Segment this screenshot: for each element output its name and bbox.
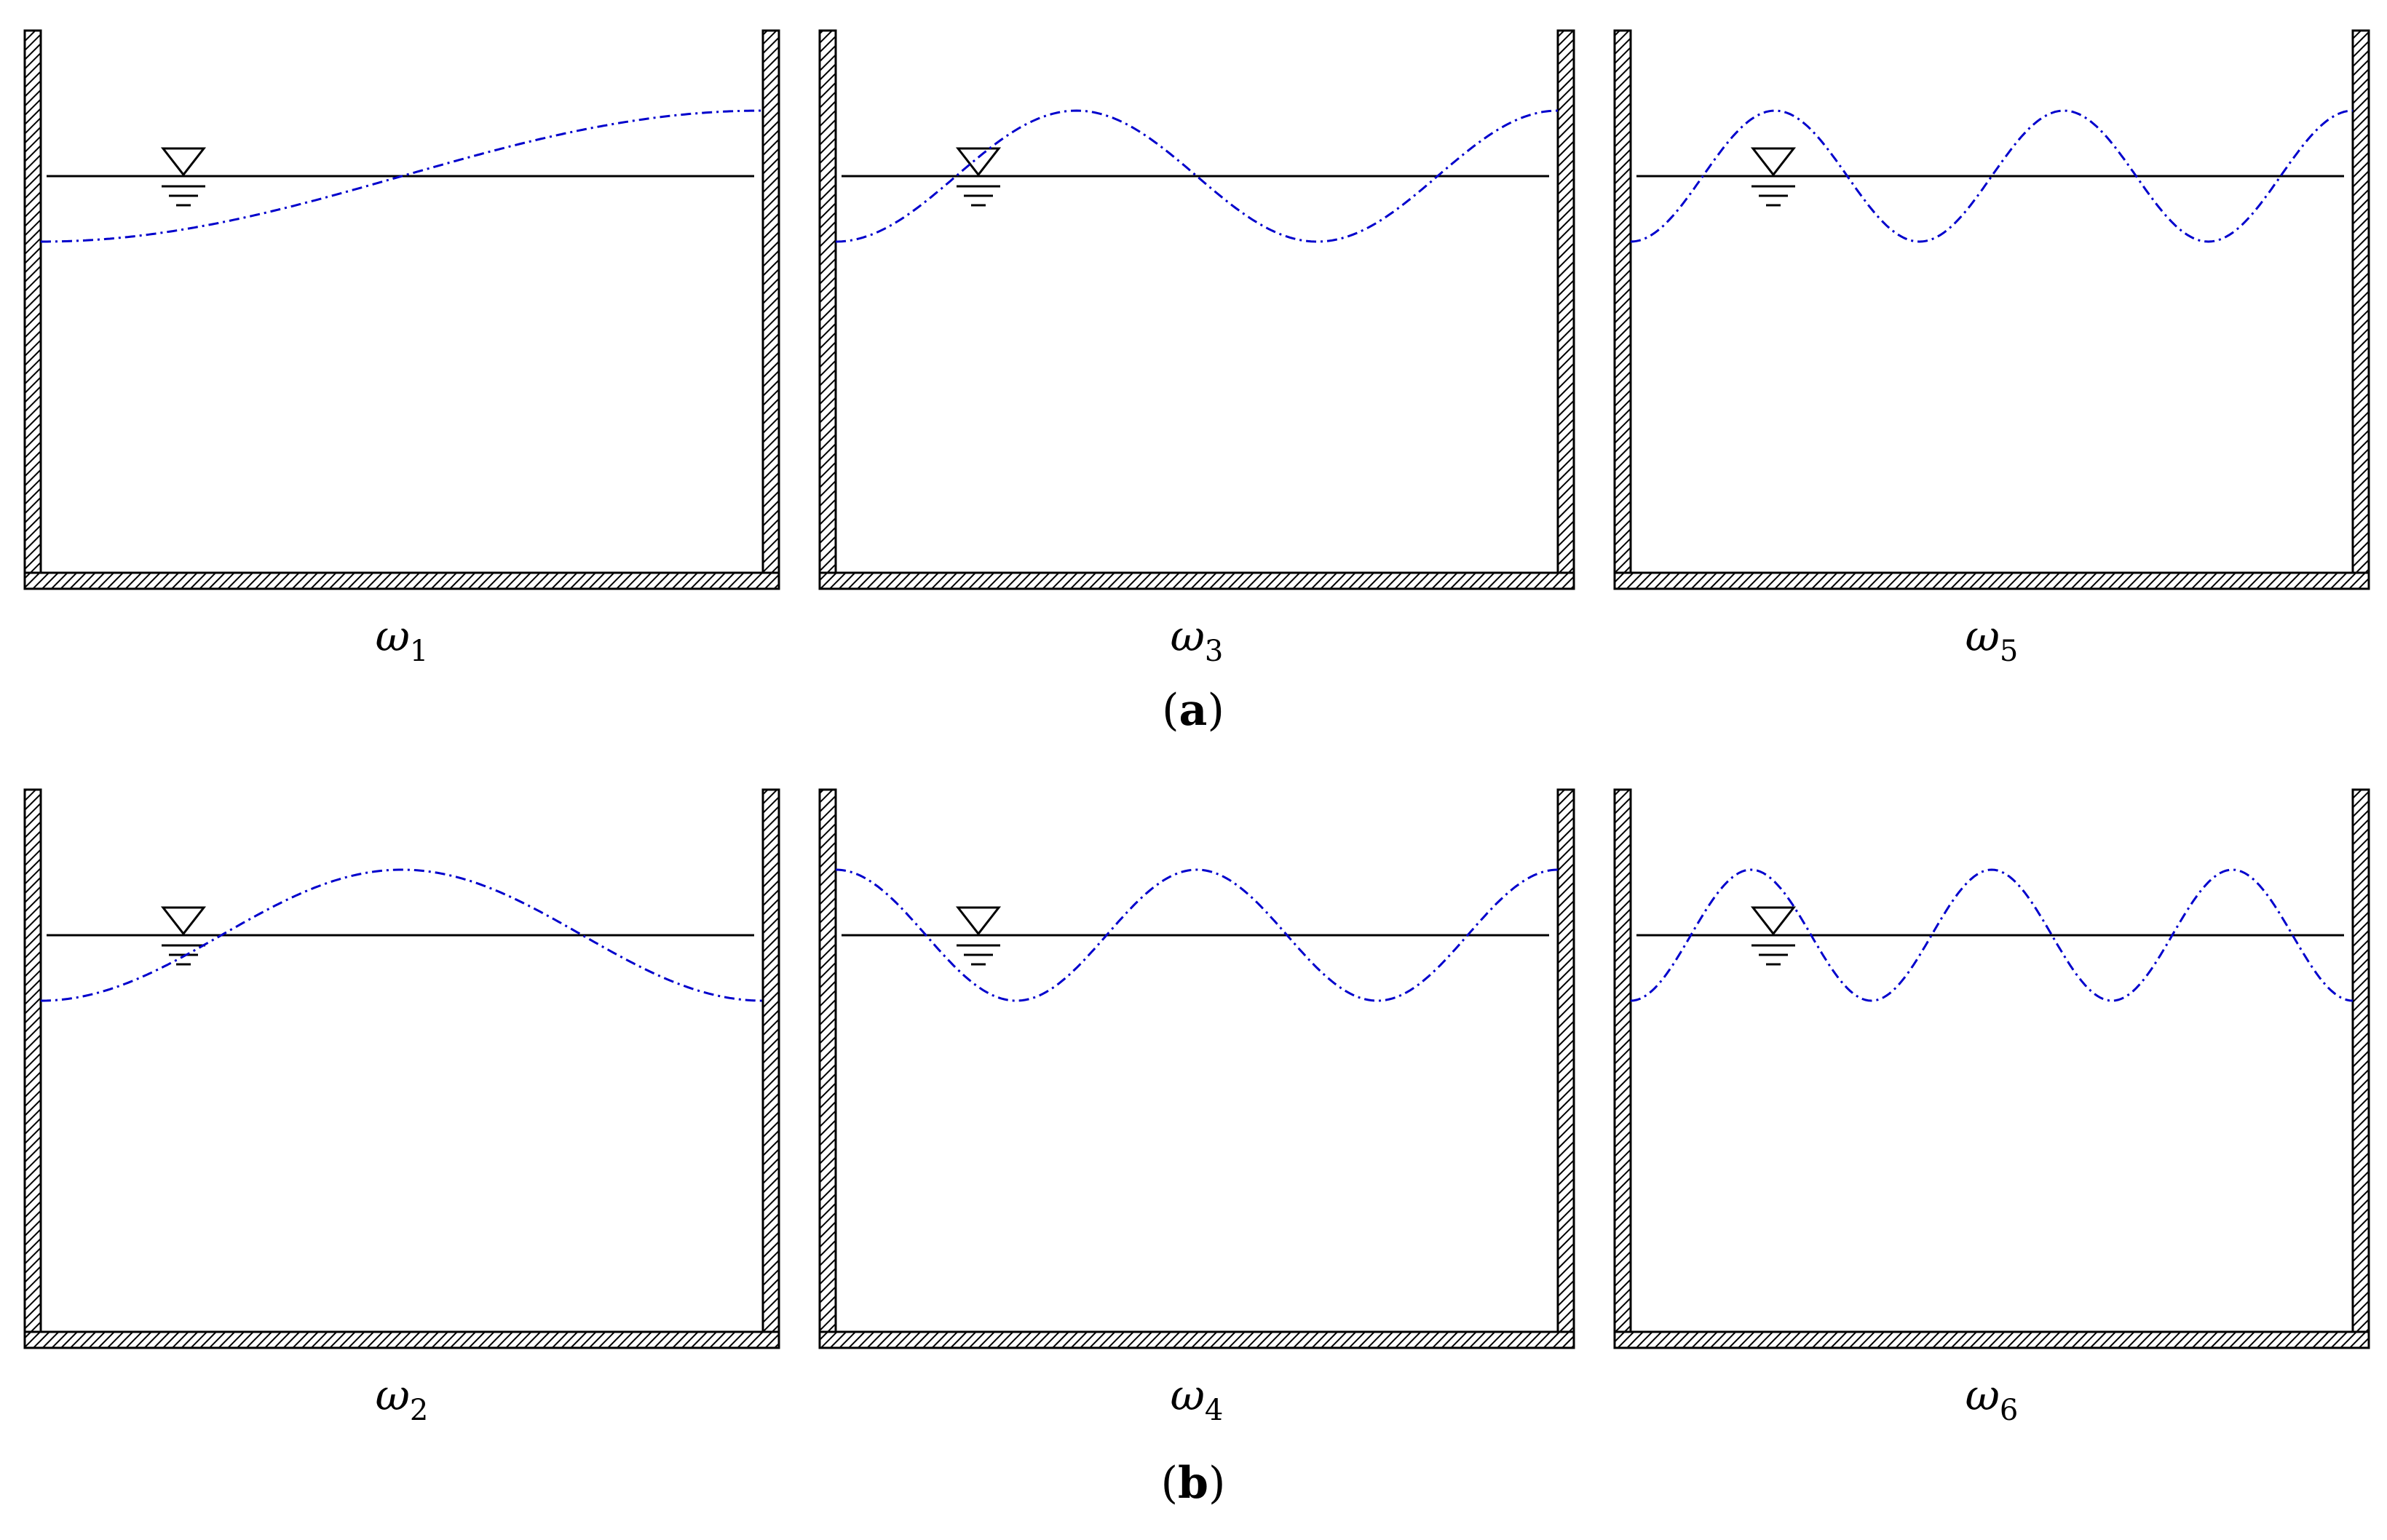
caption-a-letter: a [1179, 685, 1208, 736]
tank-floor [818, 1330, 1575, 1349]
left-wall [23, 788, 42, 1333]
right-wall [2351, 788, 2370, 1333]
tank-floor [1613, 571, 2370, 590]
tank-5: ω5 [1613, 29, 2370, 668]
right-wall [761, 788, 780, 1333]
mode-subscript: 3 [1205, 635, 1223, 668]
mode-subscript: 6 [2000, 1394, 2018, 1427]
mode-label-6: ω6 [1966, 1370, 2019, 1427]
mode-shape-curve [1630, 109, 2354, 243]
mode-shape-curve [835, 868, 1559, 1002]
mode-symbol: ω [1171, 1370, 1205, 1420]
mode-subscript: 2 [410, 1394, 428, 1427]
tank-6: ω6 [1613, 788, 2370, 1427]
water-level-icon [955, 147, 1002, 177]
caption-b: (b) [1161, 1458, 1226, 1509]
mode-subscript: 4 [1205, 1394, 1223, 1427]
right-wall [2351, 29, 2370, 574]
right-wall [1556, 29, 1575, 574]
tank-floor [23, 1330, 780, 1349]
mode-symbol: ω [376, 1370, 410, 1420]
mode-shape-curve [835, 109, 1559, 243]
tank-floor [1613, 1330, 2370, 1349]
tank-1: ω1 [23, 29, 780, 668]
tank-floor [818, 571, 1575, 590]
left-wall [818, 29, 837, 574]
mode-symbol: ω [1966, 611, 2000, 661]
caption-b-letter: b [1178, 1458, 1208, 1509]
water-level-icon [160, 147, 207, 177]
caption-a: (a) [1162, 685, 1224, 736]
right-wall [1556, 788, 1575, 1333]
water-level-icon [160, 906, 207, 936]
left-wall [1613, 788, 1632, 1333]
mode-label-2: ω2 [376, 1370, 429, 1427]
mode-symbol: ω [376, 611, 410, 661]
right-wall [761, 29, 780, 574]
mode-subscript: 5 [2000, 635, 2018, 668]
mode-shape-curve [1630, 868, 2354, 1002]
tank-3: ω3 [818, 29, 1575, 668]
mode-label-5: ω5 [1966, 611, 2019, 668]
water-level-icon [1750, 906, 1797, 936]
mode-label-4: ω4 [1171, 1370, 1224, 1427]
left-wall [1613, 29, 1632, 574]
left-wall [23, 29, 42, 574]
mode-label-1: ω1 [376, 611, 429, 668]
mode-shape-curve [41, 109, 763, 243]
mode-symbol: ω [1966, 1370, 2000, 1420]
tank-2: ω2 [23, 788, 780, 1427]
tank-floor [23, 571, 780, 590]
water-level-icon [1750, 147, 1797, 177]
left-wall [818, 788, 837, 1333]
tank-4: ω4 [818, 788, 1575, 1427]
mode-shape-curve [41, 868, 763, 1002]
mode-subscript: 1 [410, 635, 428, 668]
water-level-icon [955, 906, 1002, 936]
mode-symbol: ω [1171, 611, 1205, 661]
mode-label-3: ω3 [1171, 611, 1224, 668]
